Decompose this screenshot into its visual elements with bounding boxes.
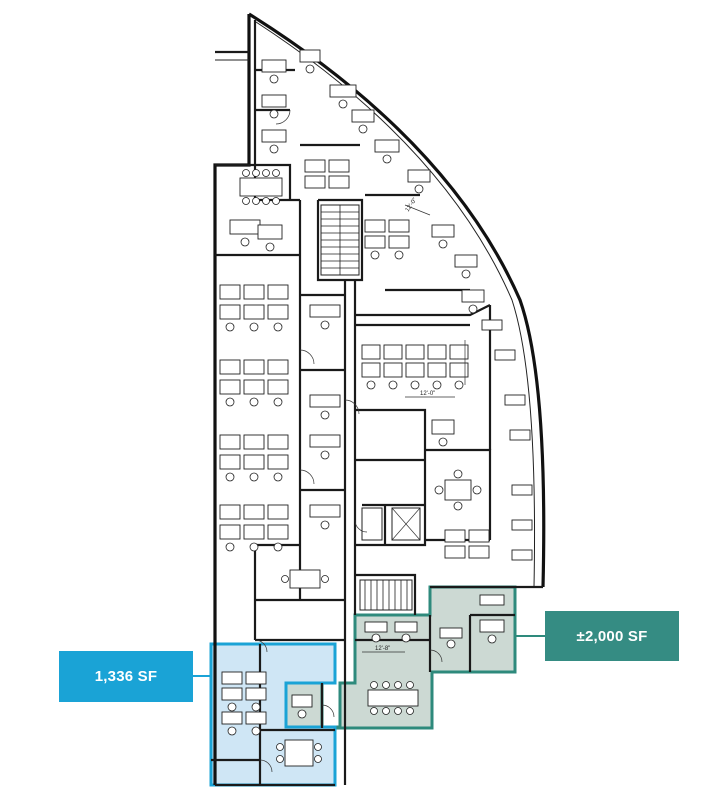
dimension-label-mid: 12'-0" bbox=[420, 391, 435, 397]
green-suite-furniture bbox=[291, 594, 505, 719]
conference-room-top bbox=[229, 169, 283, 252]
callout-green-suite-area[interactable]: ±2,000 SF bbox=[545, 611, 679, 661]
doors bbox=[254, 109, 443, 773]
callout-blue-suite-area[interactable]: 1,336 SF bbox=[59, 651, 193, 702]
blue-suite-furniture bbox=[221, 671, 322, 767]
dimension-label-green: 12'-8" bbox=[375, 646, 390, 652]
dimension-label-upper: 12'-0" bbox=[405, 197, 419, 213]
perimeter-offices bbox=[261, 49, 533, 561]
callout-leaders bbox=[193, 635, 545, 677]
interior-walls bbox=[211, 20, 515, 785]
workstations-left bbox=[219, 284, 341, 552]
workstations-center bbox=[281, 159, 490, 589]
green-suite-area-label: ±2,000 SF bbox=[576, 627, 648, 645]
blue-suite-area-label: 1,336 SF bbox=[94, 668, 158, 685]
stairs bbox=[320, 204, 421, 611]
